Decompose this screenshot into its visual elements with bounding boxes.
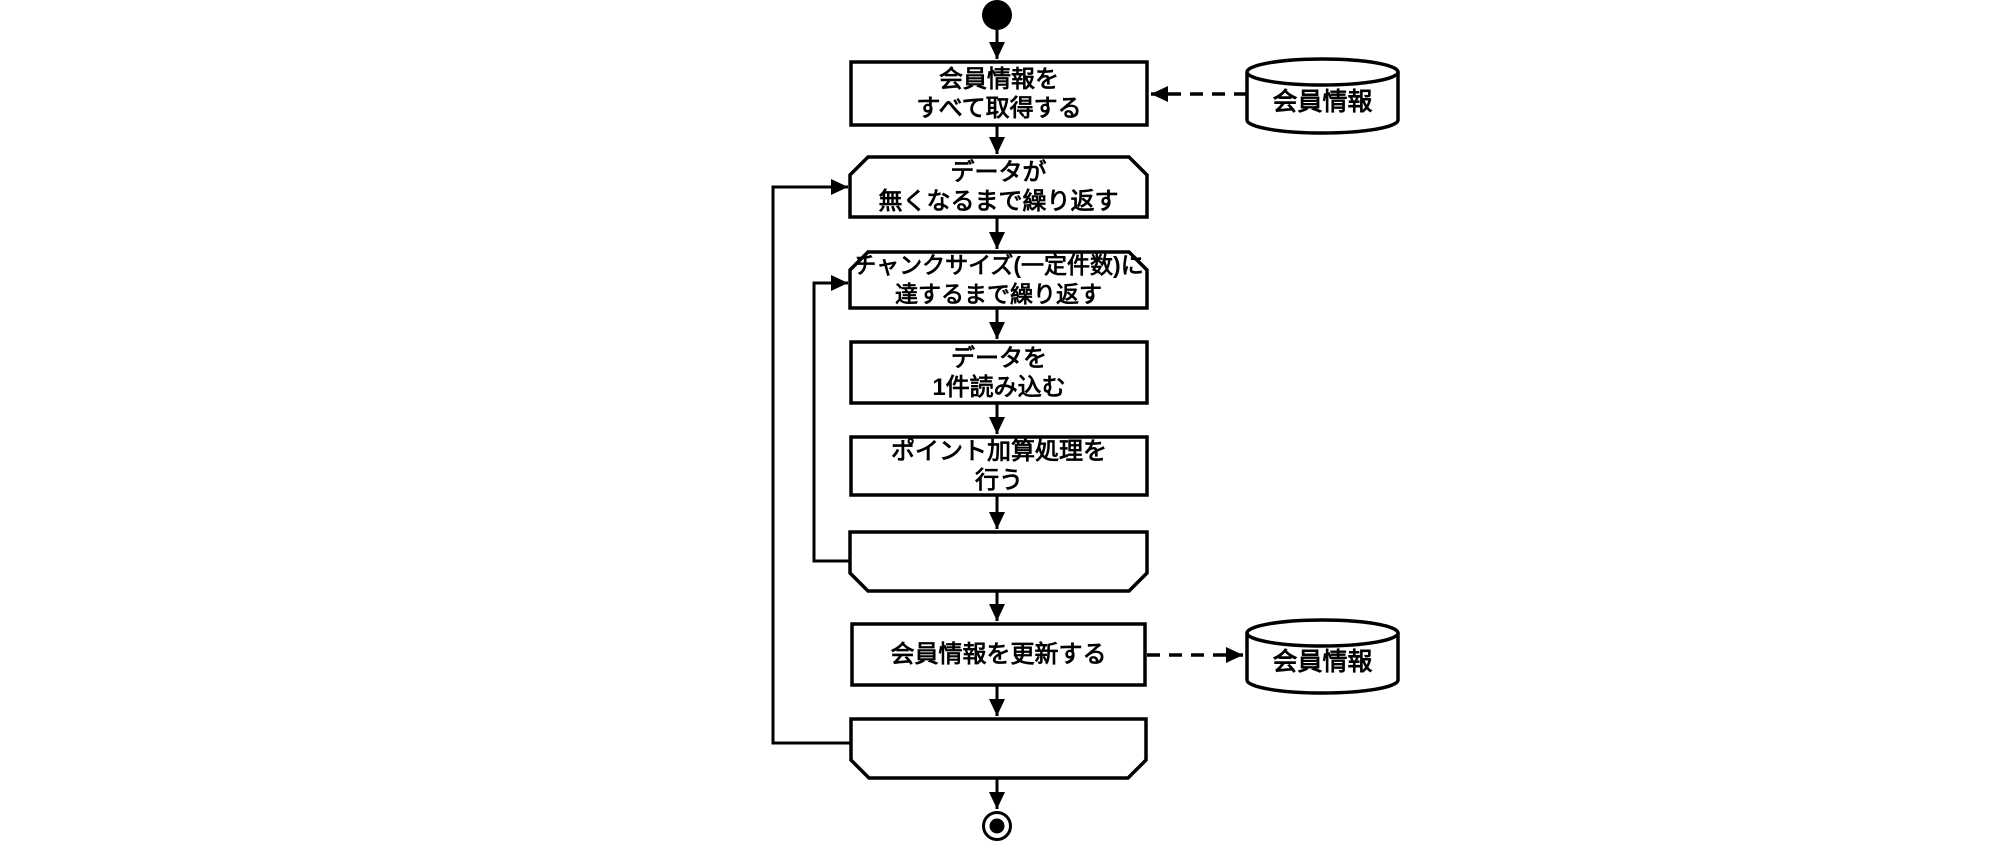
loop-start-inner [848,250,1149,310]
loop-end-outer [849,717,1148,780]
database-cylinder-bottom [1245,618,1400,695]
loopback-inner-arrow [812,275,851,563]
loop-end-inner [848,530,1149,593]
process-add-points [849,435,1149,497]
process-read-one-record [849,340,1149,405]
database-cylinder-top [1245,57,1400,135]
cylinder-bottom-ellipse [1245,618,1400,648]
start-node [982,0,1012,30]
end-node [982,811,1012,841]
loop-start-outer [848,155,1149,219]
cylinder-top-ellipse [1245,57,1400,87]
process-update-members [850,622,1147,687]
loopback-outer-arrow [771,179,851,745]
process-fetch-members [849,60,1149,127]
